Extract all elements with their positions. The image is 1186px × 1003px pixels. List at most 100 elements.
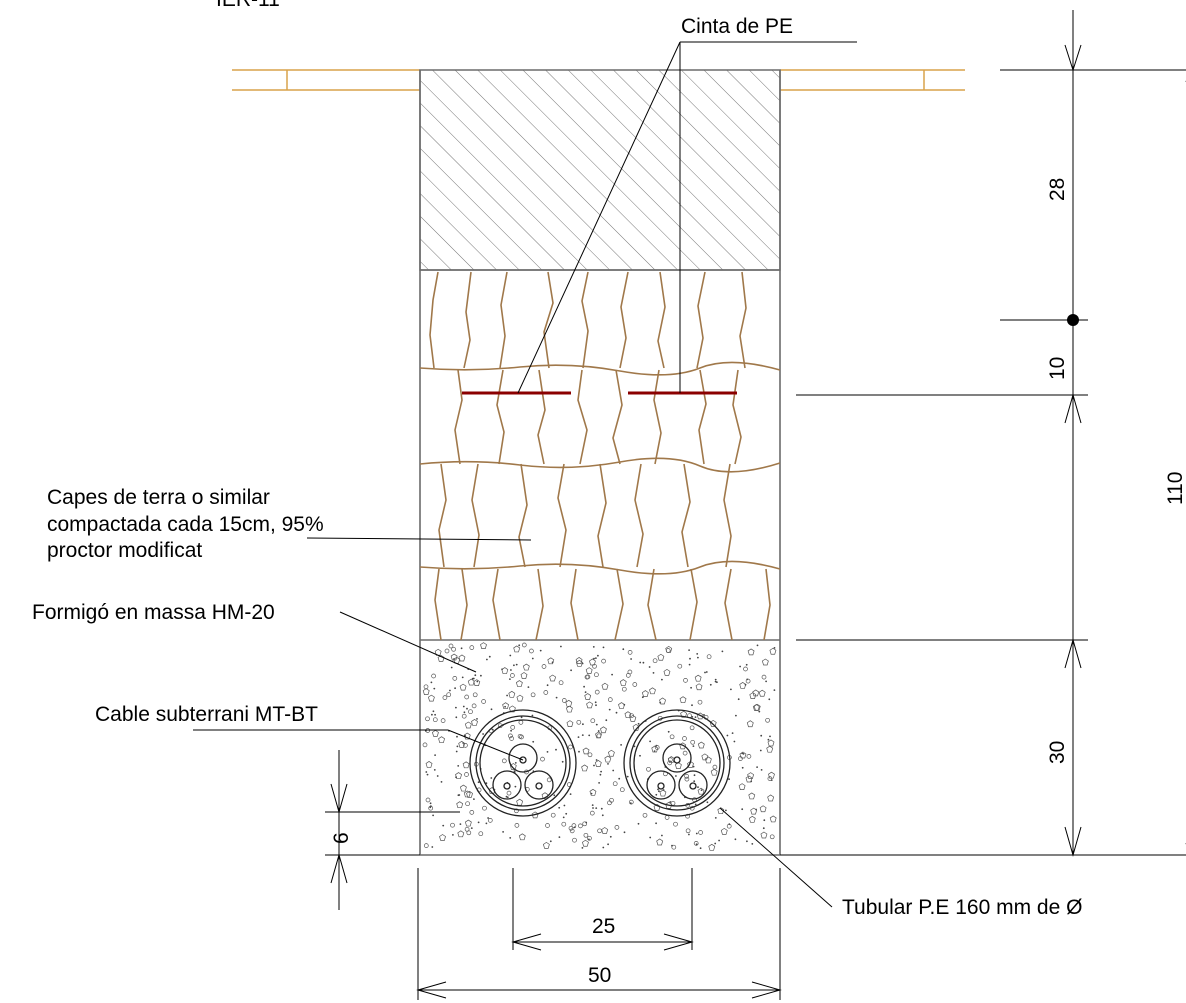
aggregate-particle bbox=[731, 732, 734, 734]
aggregate-particle bbox=[684, 773, 689, 779]
aggregate-particle bbox=[436, 775, 439, 777]
aggregate-particle bbox=[694, 716, 697, 718]
aggregate-particle bbox=[478, 831, 484, 837]
aggregate-particle bbox=[473, 798, 475, 800]
fill-label-line2: compactada cada 15cm, 95% bbox=[47, 513, 324, 536]
aggregate-particle bbox=[457, 830, 465, 838]
aggregate-particle bbox=[456, 801, 464, 809]
aggregate-particle bbox=[750, 807, 758, 815]
aggregate-particle bbox=[520, 672, 528, 679]
aggregate-particle bbox=[697, 699, 703, 705]
aggregate-particle bbox=[668, 757, 673, 763]
aggregate-particle bbox=[748, 815, 756, 823]
aggregate-particle bbox=[459, 823, 462, 825]
aggregate-particle bbox=[601, 827, 609, 834]
aggregate-particle bbox=[682, 736, 687, 741]
aggregate-particle bbox=[450, 666, 453, 669]
aggregate-particle bbox=[588, 838, 590, 841]
aggregate-particle bbox=[697, 786, 699, 788]
aggregate-particle bbox=[751, 843, 754, 845]
aggregate-particle bbox=[612, 769, 615, 772]
aggregate-particle bbox=[695, 843, 698, 846]
aggregate-particle bbox=[698, 830, 703, 835]
aggregate-particle bbox=[767, 738, 770, 741]
aggregate-particle bbox=[466, 830, 472, 836]
aggregate-particle bbox=[639, 661, 642, 664]
aggregate-particle bbox=[600, 807, 603, 810]
aggregate-particle bbox=[461, 713, 467, 719]
aggregate-particle bbox=[514, 762, 517, 764]
aggregate-particle bbox=[745, 663, 748, 666]
aggregate-particle bbox=[561, 821, 567, 827]
aggregate-particle bbox=[766, 745, 774, 753]
aggregate-particle bbox=[758, 710, 761, 713]
aggregate-particle bbox=[578, 750, 580, 753]
aggregate-particle bbox=[607, 697, 613, 702]
aggregate-particle bbox=[658, 790, 660, 793]
aggregate-particle bbox=[693, 774, 696, 777]
aggregate-particle bbox=[451, 646, 456, 652]
aggregate-particle bbox=[652, 658, 658, 664]
aggregate-particle bbox=[593, 764, 595, 767]
aggregate-particle bbox=[545, 823, 550, 828]
aggregate-particle bbox=[665, 648, 671, 653]
aggregate-particle bbox=[541, 664, 547, 669]
aggregate-particle bbox=[696, 653, 699, 655]
aggregate-particle bbox=[599, 773, 602, 776]
leader-lines bbox=[193, 41, 857, 908]
aggregate-particle bbox=[464, 772, 469, 777]
aggregate-particle bbox=[553, 794, 556, 797]
aggregate-particle bbox=[510, 725, 516, 730]
aggregate-particle bbox=[518, 644, 521, 647]
aggregate-particle bbox=[663, 668, 671, 676]
aggregate-particle bbox=[646, 766, 651, 772]
aggregate-particle bbox=[761, 658, 769, 666]
aggregate-particle bbox=[619, 787, 625, 793]
aggregate-particle bbox=[464, 694, 470, 700]
aggregate-particle bbox=[595, 759, 598, 761]
aggregate-particle bbox=[585, 674, 591, 680]
aggregate-particle bbox=[437, 654, 445, 662]
aggregate-particle bbox=[614, 825, 620, 830]
aggregate-particle bbox=[506, 790, 512, 796]
aggregate-particle bbox=[735, 714, 737, 717]
aggregate-particle bbox=[502, 702, 510, 710]
aggregate-particle bbox=[653, 750, 656, 752]
aggregate-particle bbox=[454, 687, 456, 690]
aggregate-particle bbox=[692, 765, 695, 768]
aggregate-particle bbox=[452, 676, 458, 681]
aggregate-particle bbox=[540, 756, 545, 762]
aggregate-particle bbox=[472, 692, 478, 698]
aggregate-particle bbox=[578, 823, 583, 829]
aggregate-particle bbox=[428, 805, 434, 811]
aggregate-particle bbox=[485, 822, 488, 825]
aggregate-particle bbox=[577, 736, 580, 738]
aggregate-particle bbox=[721, 650, 724, 653]
aggregate-particle bbox=[659, 697, 666, 705]
aggregate-particle bbox=[683, 678, 688, 683]
aggregate-particle bbox=[609, 835, 612, 838]
aggregate-particle bbox=[760, 831, 768, 839]
aggregate-particle bbox=[518, 720, 524, 725]
aggregate-particle bbox=[581, 847, 584, 849]
aggregate-particle bbox=[595, 723, 598, 726]
aggregate-particle bbox=[516, 798, 524, 806]
dim-total-depth: 110 bbox=[1164, 472, 1186, 505]
dim-concrete-height: 30 bbox=[1046, 741, 1069, 764]
aggregate-particle bbox=[697, 741, 705, 749]
aggregate-particle bbox=[690, 739, 696, 745]
aggregate-particle bbox=[571, 823, 577, 828]
aggregate-particle bbox=[514, 823, 520, 828]
aggregate-particle bbox=[432, 717, 438, 723]
aggregate-particle bbox=[458, 654, 466, 662]
aggregate-particle bbox=[765, 717, 770, 723]
aggregate-particle bbox=[584, 691, 587, 693]
aggregate-particle bbox=[607, 800, 612, 806]
aggregate-particle bbox=[560, 645, 562, 648]
aggregate-particle bbox=[480, 674, 482, 677]
aggregate-particle bbox=[591, 804, 594, 806]
aggregate-particle bbox=[491, 728, 494, 731]
aggregate-particle bbox=[514, 785, 517, 788]
aggregate-particle bbox=[458, 794, 461, 796]
aggregate-particle bbox=[565, 699, 573, 707]
